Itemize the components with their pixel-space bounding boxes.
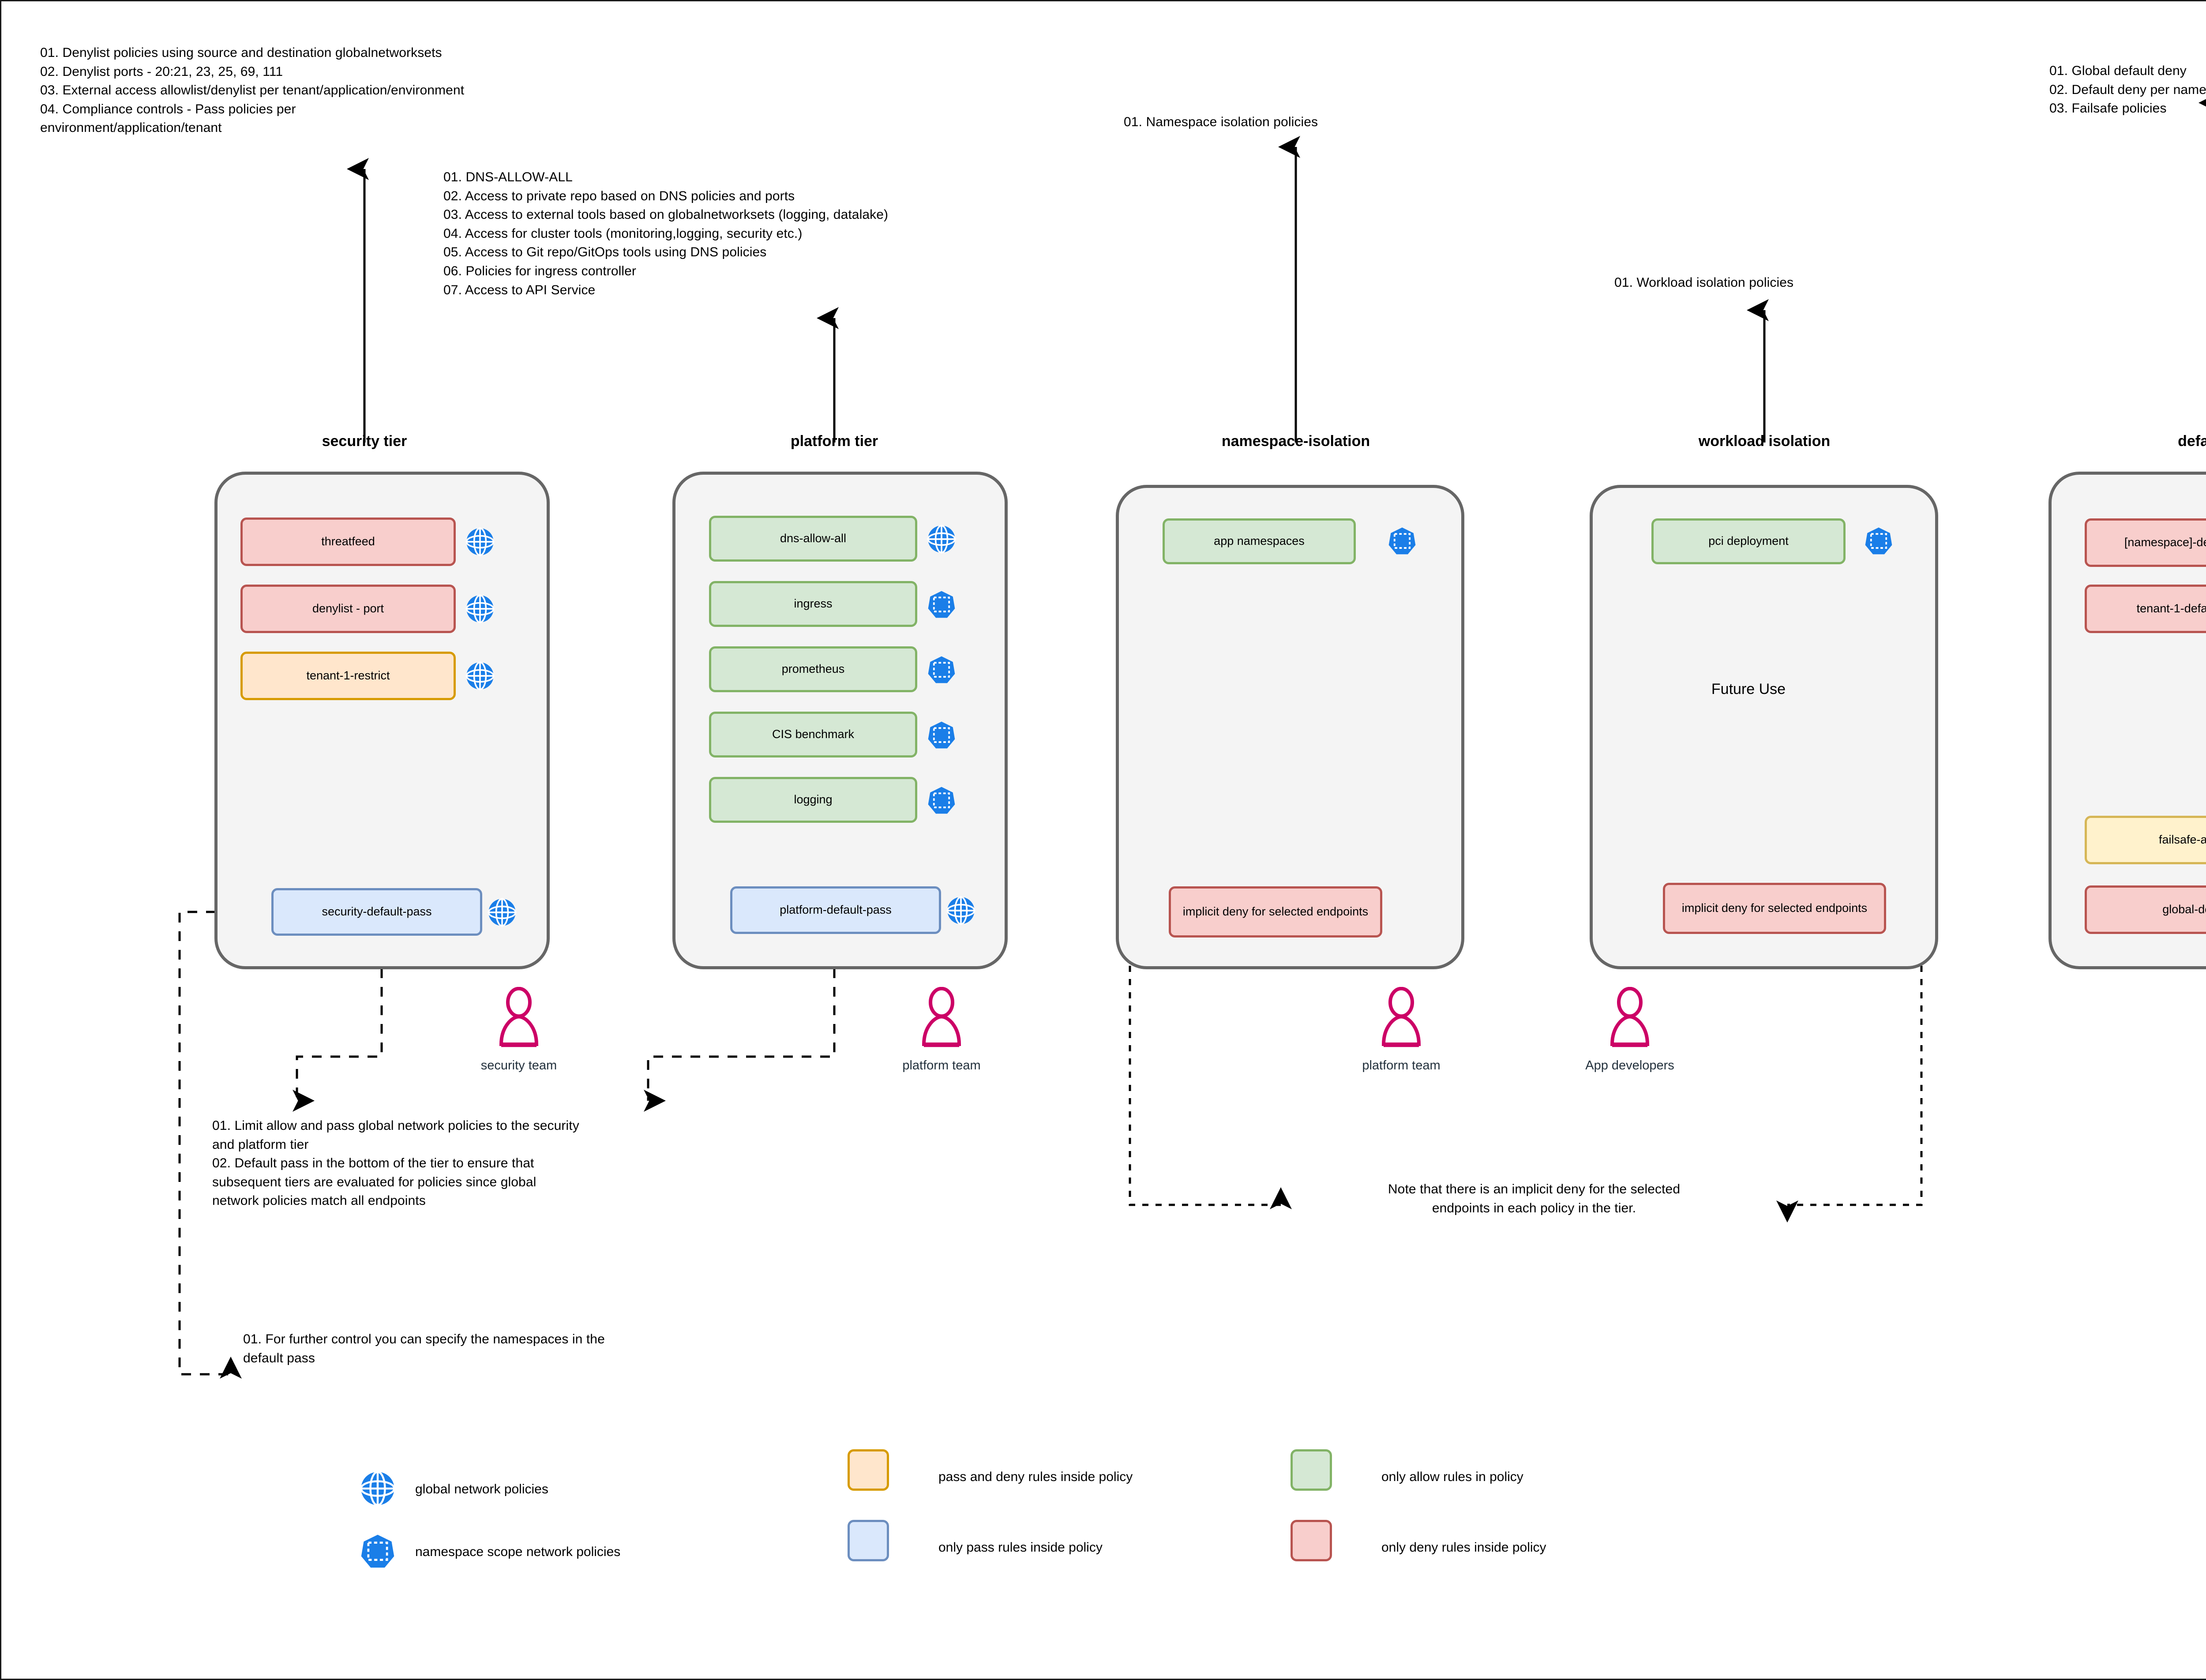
policy-global-deny[interactable]: global-deny xyxy=(2085,885,2206,934)
person-icon-platform-team-2 xyxy=(1377,986,1426,1055)
workload-placeholder-text: Future Use xyxy=(1711,681,1786,698)
global-network-policy-icon xyxy=(945,895,976,926)
tier-owner-security-1: security team xyxy=(480,1058,557,1072)
global-network-policy-icon xyxy=(487,897,518,928)
namespace-scope-network-policy-icon xyxy=(926,785,957,816)
tier-title-platform: platform tier xyxy=(790,433,878,450)
policy-implicit-deny-namespace[interactable]: implicit deny for selected endpoints xyxy=(1169,886,1382,938)
default-pass-note: 01. For further control you can specify … xyxy=(243,1332,605,1365)
policy-denylist-port[interactable]: denylist - port xyxy=(240,585,456,633)
policy-prometheus[interactable]: prometheus xyxy=(709,646,917,692)
default-tier-note: 01. Global default deny 02. Default deny… xyxy=(2049,64,2206,116)
legend-namespace-scope-network-policy-icon xyxy=(359,1532,397,1570)
policy-tenant-1-restrict[interactable]: tenant-1-restrict xyxy=(240,652,456,700)
implicit-deny-note: Note that there is an implicit deny for … xyxy=(1388,1182,1681,1215)
tier-title-default: default tier xyxy=(2178,433,2206,450)
policy-logging[interactable]: logging xyxy=(709,777,917,823)
legend-label-global-network-policies: global network policies xyxy=(415,1482,548,1496)
policy-cis-benchmark[interactable]: CIS benchmark xyxy=(709,712,917,758)
legend-label-only-allow-rules: only allow rules in policy xyxy=(1381,1470,1523,1484)
policy-tenant-1-default-deny[interactable]: tenant-1-default-deny xyxy=(2085,585,2206,633)
workload-isolation-note: 01. Workload isolation policies xyxy=(1614,275,1794,290)
legend-swatch-only-deny xyxy=(1291,1520,1332,1561)
namespace-isolation-note: 01. Namespace isolation policies xyxy=(1124,115,1318,129)
namespace-scope-network-policy-icon xyxy=(926,720,957,750)
policy-app-namespaces[interactable]: app namespaces xyxy=(1163,518,1356,564)
namespace-scope-network-policy-icon xyxy=(926,654,957,685)
policy-threatfeed[interactable]: threatfeed xyxy=(240,518,456,566)
global-network-policy-icon xyxy=(926,524,957,555)
legend-swatch-only-pass xyxy=(848,1520,889,1561)
global-policy-note: 01. Limit allow and pass global network … xyxy=(212,1118,579,1208)
legend-swatch-only-allow xyxy=(1291,1449,1332,1491)
global-network-policy-icon xyxy=(465,660,495,691)
legend-global-network-policy-icon xyxy=(359,1470,397,1508)
person-icon-security-team-1 xyxy=(495,986,543,1055)
policy-implicit-deny-workload[interactable]: implicit deny for selected endpoints xyxy=(1663,883,1886,934)
policy-ingress[interactable]: ingress xyxy=(709,581,917,627)
platform-tier-note: 01. DNS-ALLOW-ALL 02. Access to private … xyxy=(443,170,889,297)
policy-platform-default-pass[interactable]: platform-default-pass xyxy=(730,886,941,934)
security-tier-note: 01. Denylist policies using source and d… xyxy=(40,45,465,135)
namespace-scope-network-policy-icon xyxy=(1387,525,1418,556)
policy-failsafe-allow[interactable]: failsafe-allow xyxy=(2085,816,2206,864)
tier-owner-app-developers: App developers xyxy=(1585,1058,1674,1072)
legend-label-pass-and-deny-rules: pass and deny rules inside policy xyxy=(938,1470,1133,1484)
tier-title-security: security tier xyxy=(322,433,407,450)
person-icon-app-developers xyxy=(1606,986,1654,1055)
policy-dns-allow-all[interactable]: dns-allow-all xyxy=(709,516,917,562)
policy-security-default-pass[interactable]: security-default-pass xyxy=(271,888,482,936)
legend-label-namespace-scope-network-policies: namespace scope network policies xyxy=(415,1545,621,1559)
person-icon-platform-team-1 xyxy=(917,986,966,1055)
legend-label-only-pass-rules: only pass rules inside policy xyxy=(938,1540,1103,1555)
global-network-policy-icon xyxy=(465,526,495,557)
tier-owner-platform-2: platform team xyxy=(1362,1058,1441,1072)
legend-swatch-pass-and-deny xyxy=(848,1449,889,1491)
tier-owner-platform-1: platform team xyxy=(902,1058,981,1072)
tier-title-workload-isolation: workload isolation xyxy=(1698,433,1831,450)
policy-namespace-default-deny[interactable]: [namespace]-default-deny xyxy=(2085,518,2206,567)
namespace-scope-network-policy-icon xyxy=(1863,525,1894,556)
policy-pci-deployment[interactable]: pci deployment xyxy=(1651,518,1846,564)
legend-label-only-deny-rules: only deny rules inside policy xyxy=(1381,1540,1546,1555)
global-network-policy-icon xyxy=(465,593,495,624)
namespace-scope-network-policy-icon xyxy=(926,589,957,620)
tier-title-namespace-isolation: namespace-isolation xyxy=(1221,433,1370,450)
